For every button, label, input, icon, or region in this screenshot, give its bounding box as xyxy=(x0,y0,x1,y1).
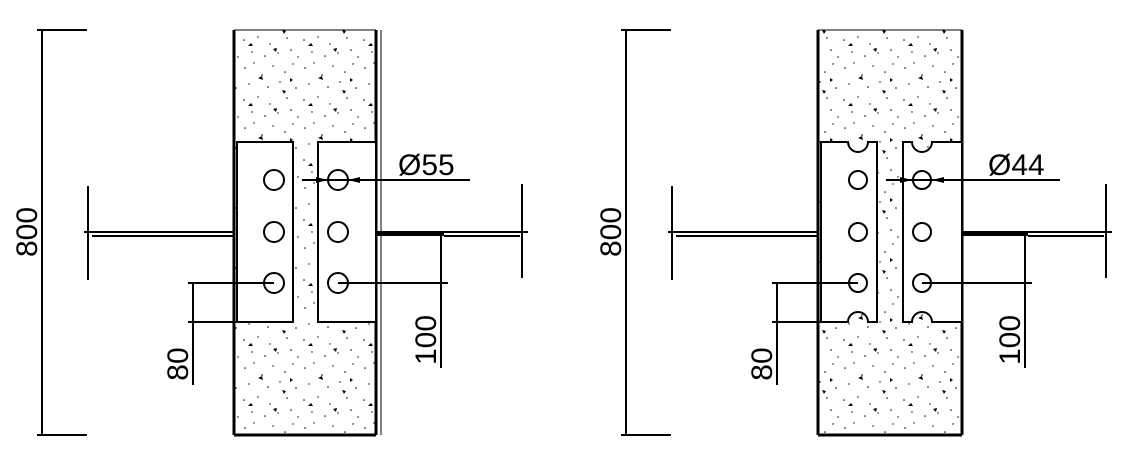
dimension-100: 100 xyxy=(338,236,448,368)
steel-plate-right xyxy=(902,141,963,323)
dim-100-label: 100 xyxy=(994,315,1027,365)
hole-diameter-label: Ø55 xyxy=(398,149,455,182)
dimension-80: 80 xyxy=(746,282,858,385)
overall-dimension: 800 xyxy=(595,29,671,436)
dimension-80: 80 xyxy=(162,282,274,385)
hole-diameter-callout: Ø44 xyxy=(886,149,1060,183)
overall-height-label: 800 xyxy=(595,207,628,257)
slab-left xyxy=(668,186,818,280)
hole-diameter-label: Ø44 xyxy=(988,149,1045,182)
dim-100-label: 100 xyxy=(410,315,443,365)
overall-height-label: 800 xyxy=(11,207,44,257)
diagram-right: 800 xyxy=(595,29,1112,437)
diagram-left: 800 xyxy=(11,29,528,437)
slab-left xyxy=(84,186,234,280)
dim-80-label: 80 xyxy=(746,347,779,380)
slab-right xyxy=(962,184,1112,278)
dimension-100: 100 xyxy=(922,236,1032,368)
bolt-holes xyxy=(848,170,932,293)
dim-80-label: 80 xyxy=(162,347,195,380)
slab-right xyxy=(376,184,528,278)
overall-dimension: 800 xyxy=(11,29,87,436)
hole-diameter-callout: Ø55 xyxy=(302,149,470,183)
